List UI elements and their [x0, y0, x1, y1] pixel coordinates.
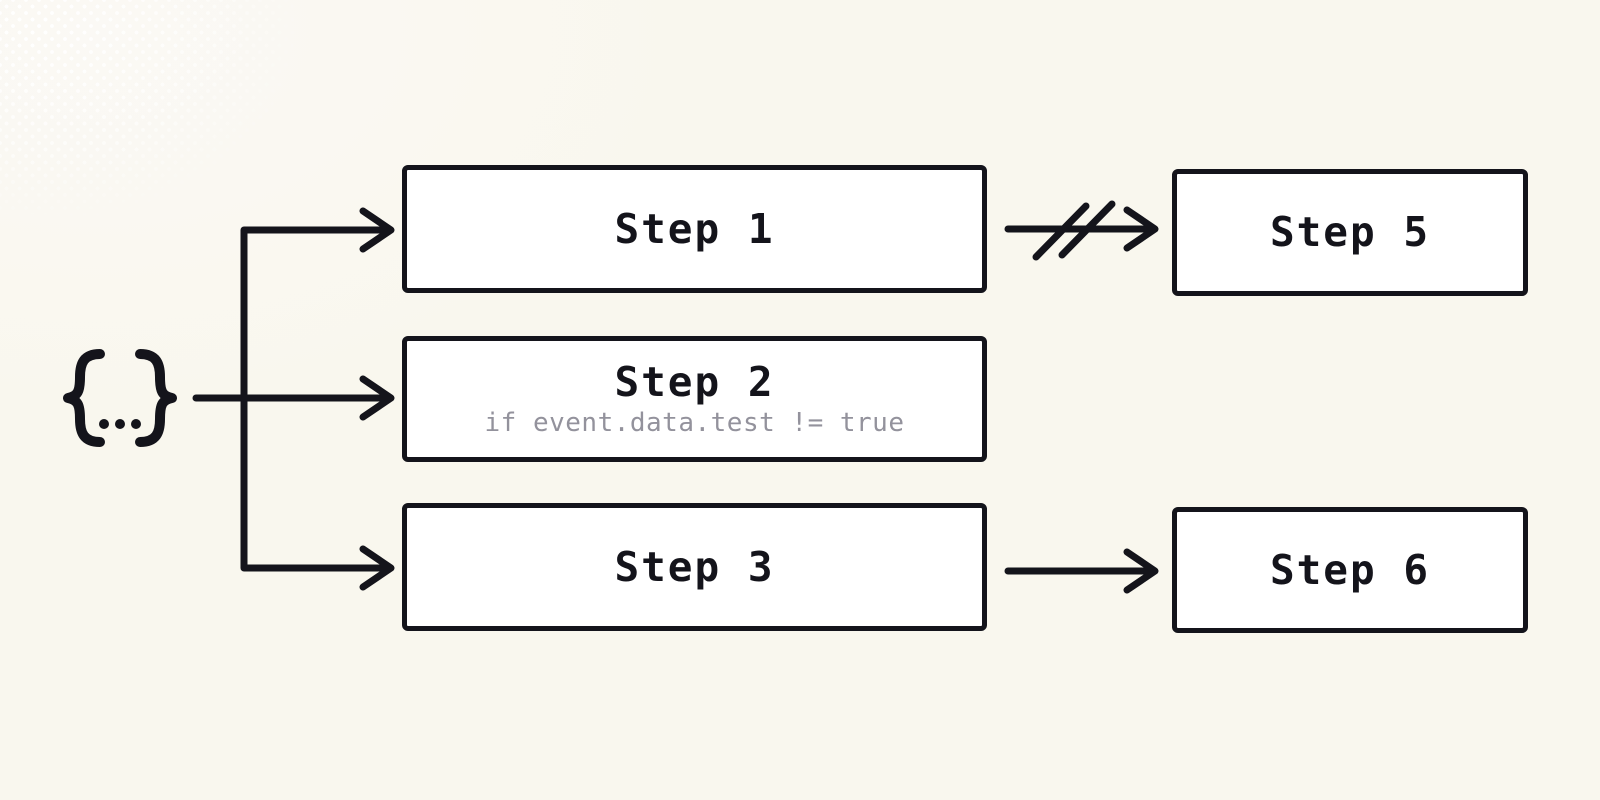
- arrow-step3-step6: [1004, 548, 1159, 594]
- node-step-2: Step 2 if event.data.test != true: [402, 336, 987, 462]
- ellipsis-dot: [131, 419, 141, 429]
- arrowhead-step5-icon: [1123, 206, 1159, 252]
- node-step-1: Step 1: [402, 165, 987, 293]
- arrowhead-step3-icon: [359, 545, 395, 591]
- node-step-6: Step 6: [1172, 507, 1528, 633]
- step-label: Step 6: [1269, 545, 1431, 594]
- step-condition: if event.data.test != true: [484, 408, 905, 438]
- step-label: Step 5: [1269, 208, 1431, 256]
- ellipsis-dot: [115, 419, 125, 429]
- right-brace-icon: [135, 349, 177, 447]
- ellipsis-dot: [99, 419, 109, 429]
- node-step-5: Step 5: [1172, 169, 1528, 296]
- cancelled-arrow-step1-step5: [1004, 200, 1159, 261]
- cancel-slash-icon: [1032, 202, 1090, 261]
- step-label: Step 1: [614, 204, 775, 253]
- fanout-connector: [192, 207, 395, 591]
- arrowhead-step6-icon: [1123, 548, 1159, 594]
- left-brace-icon: [63, 349, 105, 447]
- node-step-3: Step 3: [402, 503, 987, 631]
- step-label: Step 3: [614, 542, 775, 591]
- arrowhead-step2-icon: [359, 375, 395, 421]
- event-payload-symbol: [63, 349, 177, 447]
- step-label: Step 2: [614, 358, 775, 406]
- cancel-slash-icon: [1058, 200, 1116, 259]
- arrowhead-step1-icon: [359, 207, 395, 253]
